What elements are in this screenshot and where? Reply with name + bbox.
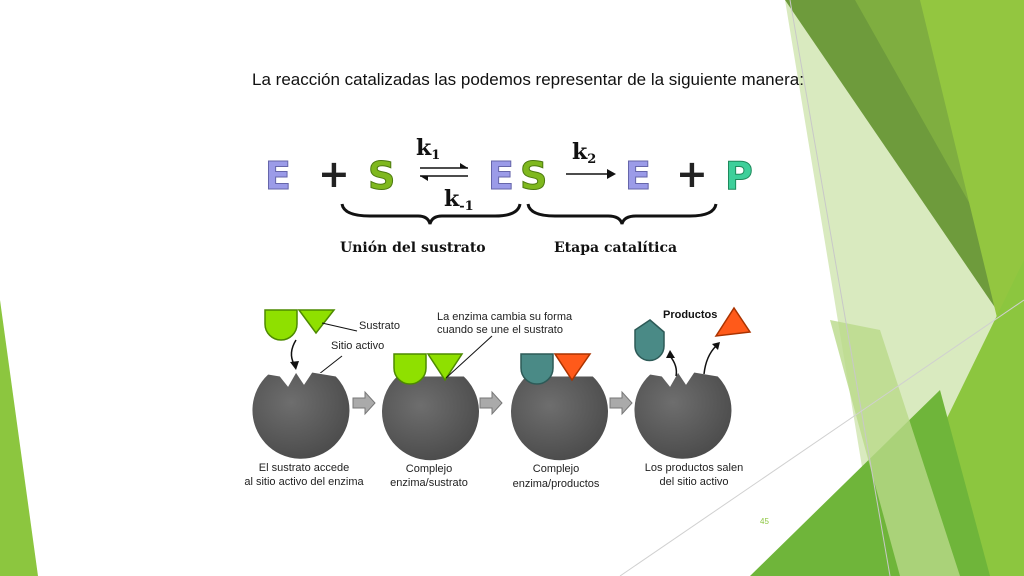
flow-arrow-2 [479,390,503,416]
entry-arrowhead [290,361,299,370]
entry-arrow [290,339,297,365]
plus-sign-2: + [676,152,708,196]
enzyme-letter: E [265,154,291,198]
step1-caption-line2: al sitio activo del enzima [244,476,364,488]
catalytic-label: Etapa catalítica [554,240,677,256]
reaction-equation: E + S k1 k-1 E S k2 E + P Unión del sust… [265,135,754,256]
step4-caption-line2: del sitio activo [659,476,728,488]
complex-substrate-letter: S [520,154,547,198]
enzyme-step3 [510,375,609,462]
exit-arrowhead-2 [712,342,720,350]
productos-label: Productos [663,309,717,321]
cambio-label-line2: cuando se une el sustrato [437,324,563,336]
step3-caption-line2: enzima/productos [513,478,600,490]
sustrato-pointer [321,322,358,332]
union-label: Unión del sustrato [340,240,486,256]
step2-bound-substrate [393,353,464,385]
equilibrium-arrows [420,163,468,181]
forward-arrow [566,169,616,179]
sustrato-label: Sustrato [359,320,400,332]
exit-arrow-2 [703,345,717,375]
step4-caption-line1: Los productos salen [645,462,743,474]
left-green-sliver [0,300,38,576]
released-product-teal [634,319,665,362]
catalytic-brace [526,203,718,225]
enzyme-diagram: Sustrato Sitio activo La enzima cambia s… [244,306,752,490]
right-dark-band [785,0,1024,350]
slide-title: La reacción catalizadas las podemos repr… [252,70,804,89]
flow-arrow-1 [352,390,376,416]
exit-arrow-1 [669,355,678,377]
enzyme-step2 [381,375,480,462]
union-brace [340,203,522,225]
thin-line-a [789,0,891,576]
page-number: 45 [760,517,769,526]
k2-label: k2 [572,139,596,167]
enzyme-letter-2: E [625,154,651,198]
enzyme-step1 [251,371,351,460]
substrate-letter: S [368,154,395,198]
exit-arrowhead-1 [666,350,675,358]
step1-substrate [264,309,336,341]
step2-caption-line2: enzima/sustrato [390,477,468,489]
cambio-label-line1: La enzima cambia su forma [437,311,573,323]
thin-line-b [619,299,1024,576]
k1-label: k1 [416,135,440,163]
k-1-label: k-1 [444,186,474,214]
step3-bound-products [520,353,592,385]
flow-arrow-3 [609,390,633,416]
step2-caption-line1: Complejo [406,463,452,475]
complex-enzyme-letter: E [488,154,514,198]
accent-sliver [830,320,960,576]
step1-caption-line1: El sustrato accede [259,462,350,474]
released-product-orange [714,306,752,337]
sitio-activo-label: Sitio activo [331,340,384,352]
cambio-pointer [445,335,493,379]
step3-caption-line1: Complejo [533,463,579,475]
product-letter: P [725,154,753,198]
plus-sign-1: + [318,152,350,196]
enzyme-step4 [633,371,733,460]
